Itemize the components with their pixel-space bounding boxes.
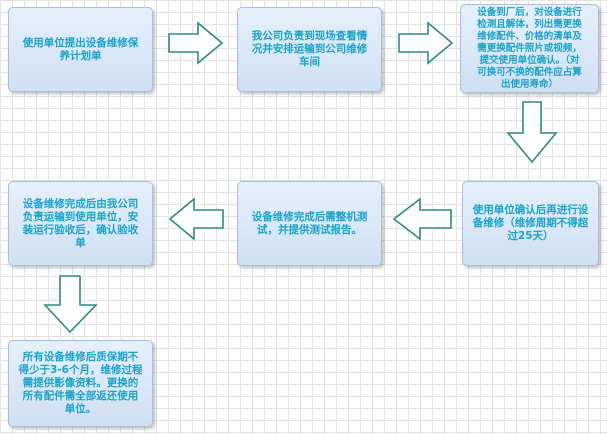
- step-3-box: 设备到厂后，对设备进行 检测且解体，列出需更换 维修配件、价格的清单及 需更换配…: [460, 4, 599, 93]
- step-5-box: 设备维修完成后需整机测 试，并提供测试报告。: [237, 181, 382, 266]
- step-7-text: 所有设备维修后质保期不 得少于3-6个月，维修过程 需提供影像资料。更换的 所有…: [18, 351, 143, 415]
- step-5-text: 设备维修完成后需整机测 试，并提供测试报告。: [251, 210, 368, 236]
- arrow-right-1-icon: [168, 21, 224, 65]
- arrow-right-2-icon: [398, 21, 454, 65]
- step-4-box: 使用单位确认后再进行设 备维修（维修周期不得超 过25天）: [462, 181, 599, 266]
- step-7-box: 所有设备维修后质保期不 得少于3-6个月，维修过程 需提供影像资料。更换的 所有…: [8, 340, 153, 427]
- arrow-left-1-icon: [392, 197, 452, 241]
- arrow-left-2-icon: [168, 197, 224, 241]
- arrow-down-1-icon: [506, 101, 558, 164]
- step-1-box: 使用单位提出设备维修保 养计划单: [8, 7, 153, 92]
- step-3-text: 设备到厂后，对设备进行 检测且解体，列出需更换 维修配件、价格的清单及 需更换配…: [477, 6, 582, 90]
- step-6-box: 设备维修完成后由我公司 负责运输到使用单位，安 装运行验收后，确认验收 单: [8, 181, 153, 266]
- step-4-text: 使用单位确认后再进行设 备维修（维修周期不得超 过25天）: [472, 204, 589, 242]
- step-2-box: 我公司负责到现场查看情 况并安排运输到公司维修 车间: [237, 7, 382, 92]
- arrow-down-2-icon: [43, 275, 98, 334]
- step-6-text: 设备维修完成后由我公司 负责运输到使用单位，安 装运行验收后，确认验收 单: [22, 197, 139, 249]
- step-2-text: 我公司负责到现场查看情 况并安排运输到公司维修 车间: [251, 30, 368, 68]
- step-1-text: 使用单位提出设备维修保 养计划单: [22, 36, 139, 62]
